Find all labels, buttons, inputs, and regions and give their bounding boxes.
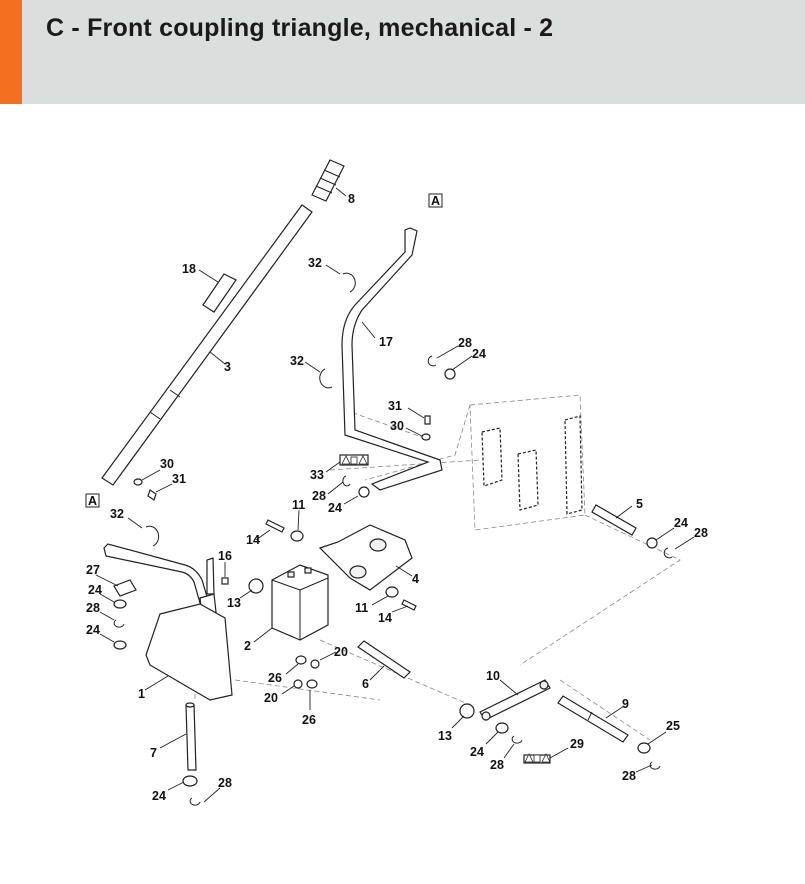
part-8-grip	[311, 159, 347, 202]
label-24a: 24	[472, 347, 486, 361]
brand-accent-strip	[0, 0, 22, 104]
part-32-circlips	[127, 264, 356, 547]
label-1: 1	[138, 687, 145, 701]
part-13-upper	[239, 578, 264, 599]
part-6-pin	[357, 640, 411, 681]
label-30a: 30	[390, 419, 404, 433]
label-2: 2	[244, 639, 251, 653]
label-28b: 28	[312, 489, 326, 503]
label-28c: 28	[694, 526, 708, 540]
label-13a: 13	[227, 596, 241, 610]
part-1-27-frame	[95, 543, 233, 701]
label-28f: 28	[622, 769, 636, 783]
label-20a: 20	[334, 645, 348, 659]
label-25: 25	[666, 719, 680, 733]
label-28d: 28	[86, 601, 100, 615]
label-32b: 32	[290, 354, 304, 368]
label-3: 3	[224, 360, 231, 374]
label-24c: 24	[674, 516, 688, 530]
label-28g: 28	[218, 776, 232, 790]
part-17-lever	[341, 227, 443, 491]
label-24f: 24	[470, 745, 484, 759]
page-title: C - Front coupling triangle, mechanical …	[46, 14, 554, 42]
label-13b: 13	[438, 729, 452, 743]
part-9-shaft	[557, 695, 667, 773]
label-29: 29	[570, 737, 584, 751]
label-11a: 11	[292, 498, 305, 512]
label-27: 27	[86, 563, 100, 577]
label-17: 17	[379, 335, 393, 349]
label-14b: 14	[378, 611, 392, 625]
label-28e: 28	[490, 758, 504, 772]
part-11-14-lower	[371, 586, 417, 613]
label-24d: 24	[88, 583, 102, 597]
label-10: 10	[486, 669, 500, 683]
part-18-sleeve	[198, 269, 237, 313]
label-4: 4	[412, 572, 419, 586]
header-bar: C - Front coupling triangle, mechanical …	[0, 0, 805, 104]
label-32a: 32	[308, 256, 322, 270]
part-4-plate	[318, 524, 413, 591]
part-20-26-washers	[281, 651, 337, 710]
label-18: 18	[182, 262, 196, 276]
label-31a: 31	[388, 399, 402, 413]
label-20b: 20	[264, 691, 278, 705]
reference-mark-top: A	[428, 193, 443, 208]
part-2-block	[253, 564, 329, 643]
label-7: 7	[150, 746, 157, 760]
part-5-pin	[591, 504, 695, 559]
svg-text:A: A	[88, 494, 97, 508]
assembly-guide-lines	[194, 394, 681, 741]
label-24g: 24	[152, 789, 166, 803]
label-8: 8	[348, 192, 355, 206]
part-11-14-upper	[255, 509, 304, 542]
coupling-bracket	[481, 415, 583, 515]
label-30b: 30	[160, 457, 174, 471]
label-6: 6	[362, 677, 369, 691]
label-24b: 24	[328, 501, 342, 515]
part-30-31-lower	[133, 469, 173, 501]
part-7-pin	[159, 702, 221, 806]
label-16: 16	[218, 549, 232, 563]
reference-mark-left: A	[85, 493, 100, 508]
label-31b: 31	[172, 472, 186, 486]
label-26a: 26	[268, 671, 282, 685]
part-16	[221, 562, 229, 585]
svg-text:A: A	[431, 194, 440, 208]
label-32c: 32	[110, 507, 124, 521]
label-26b: 26	[302, 713, 316, 727]
label-5: 5	[636, 497, 643, 511]
label-14a: 14	[246, 533, 260, 547]
label-11b: 11	[355, 601, 368, 615]
label-24e: 24	[86, 623, 100, 637]
label-33: 33	[310, 468, 324, 482]
part-3-rod	[101, 204, 313, 486]
label-9: 9	[622, 697, 629, 711]
part-number-labels: 8 18 3 32 17 32 28 24 31 30 33 28 24 30 …	[86, 192, 708, 803]
label-28a: 28	[458, 336, 472, 350]
warning-label-icons	[341, 455, 551, 763]
